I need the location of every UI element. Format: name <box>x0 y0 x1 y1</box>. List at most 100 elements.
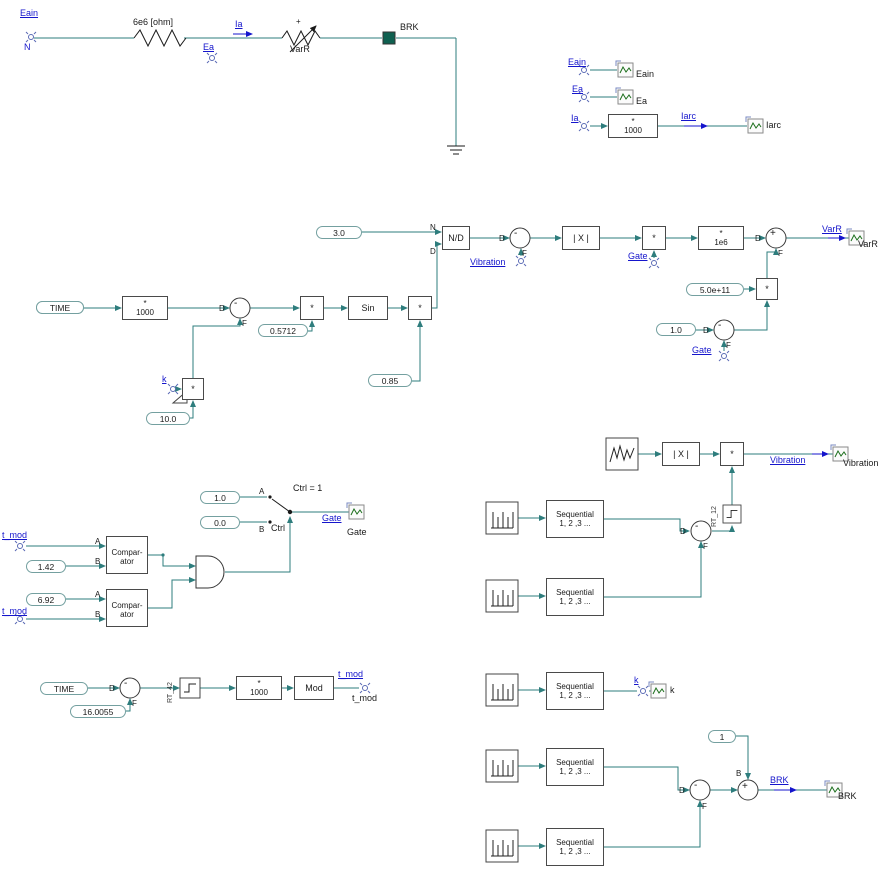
two-state-switch[interactable] <box>268 495 293 524</box>
mod-block[interactable]: Mod <box>294 676 334 700</box>
sample-block-rt42[interactable] <box>179 677 201 699</box>
k-out-icon[interactable] <box>637 685 649 697</box>
sequential-block-3[interactable]: Sequential 1, 2 ,3 ... <box>546 672 604 710</box>
mult-block-freq[interactable]: * <box>300 296 324 320</box>
summer-gate <box>713 319 735 341</box>
varr-tag: VarR <box>822 224 842 234</box>
svg-text:D: D <box>109 684 115 693</box>
and-gate[interactable] <box>195 555 225 589</box>
ia-tag-icon[interactable] <box>578 120 590 132</box>
sequential-block-5[interactable]: Sequential 1, 2 ,3 ... <box>546 828 604 866</box>
const-1[interactable]: 1.0 <box>656 323 696 336</box>
breaker-symbol[interactable] <box>382 31 396 45</box>
gain-value: 1e6 <box>714 238 728 247</box>
k-scope-label: k <box>670 685 675 695</box>
const-5e11[interactable]: 5.0e+11 <box>686 283 744 296</box>
gain-1000-time[interactable]: * 1000 <box>122 296 168 320</box>
mult-block-085[interactable]: * <box>408 296 432 320</box>
summers[interactable] <box>119 227 787 801</box>
time-pill-2[interactable]: TIME <box>40 682 88 695</box>
const-05712[interactable]: 0.5712 <box>258 324 308 337</box>
const-3[interactable]: 3.0 <box>316 226 362 239</box>
svg-text:A: A <box>259 487 265 496</box>
svg-text:B: B <box>259 525 264 534</box>
ea-node-icon[interactable] <box>206 52 218 64</box>
tmod-out-icon[interactable] <box>359 682 371 694</box>
brk-scope-label: BRK <box>838 791 857 801</box>
varr-label: VarR <box>290 44 310 54</box>
sequential-block-4[interactable]: Sequential 1, 2 ,3 ... <box>546 748 604 786</box>
abs-block[interactable]: | X | <box>562 226 600 250</box>
const-692[interactable]: 6.92 <box>26 593 66 606</box>
svg-text:D: D <box>755 234 761 243</box>
components <box>133 25 465 155</box>
noise-source-icon[interactable] <box>605 437 639 471</box>
summer-brk2 <box>737 779 759 801</box>
svg-text:D: D <box>430 247 436 256</box>
ea-scope-icon[interactable] <box>615 87 634 105</box>
svg-text:A: A <box>95 590 101 599</box>
gain-1000-monitor[interactable]: * 1000 <box>608 114 658 138</box>
time-pill[interactable]: TIME <box>36 301 84 314</box>
mult-block-vib[interactable]: * <box>720 442 744 466</box>
sequential-sub: 1, 2 ,3 ... <box>559 597 591 606</box>
gate-scope-icon[interactable] <box>346 502 365 520</box>
tmod-tag-icon[interactable] <box>14 540 26 552</box>
sequential-title: Sequential <box>556 509 594 519</box>
svg-text:-: - <box>718 320 721 331</box>
const-one[interactable]: 1 <box>708 730 736 743</box>
summer-arc <box>509 227 531 249</box>
rt42-label: RT_42 <box>167 682 174 703</box>
sin-block[interactable]: Sin <box>348 296 388 320</box>
vibration-tag: Vibration <box>470 257 506 267</box>
const-off[interactable]: 0.0 <box>200 516 240 529</box>
gain-1000-tmod[interactable]: * 1000 <box>236 676 282 700</box>
ia-label: Ia <box>235 19 243 29</box>
eain-scope-icon[interactable] <box>615 60 634 78</box>
eain-node-icon[interactable] <box>25 31 37 43</box>
impulse-icon-3[interactable] <box>485 673 519 707</box>
svg-text:B: B <box>95 610 100 619</box>
impulse-icon-1[interactable] <box>485 501 519 535</box>
iarc-scope-icon[interactable] <box>745 116 764 134</box>
svg-text:D: D <box>703 326 709 335</box>
gain-op: * <box>719 228 723 238</box>
gate2-tag-icon[interactable] <box>718 350 730 362</box>
const-on[interactable]: 1.0 <box>200 491 240 504</box>
ea-label: Ea <box>203 42 215 52</box>
mult-block-5e11[interactable]: * <box>756 278 778 300</box>
summer-varr <box>765 227 787 249</box>
sequential-block-1[interactable]: Sequential 1, 2 ,3 ... <box>546 500 604 538</box>
eain-tag: Eain <box>568 57 587 67</box>
comparator-1[interactable]: Compar- ator <box>106 536 148 574</box>
gain-value: 1000 <box>624 126 642 135</box>
comparator-2[interactable]: Compar- ator <box>106 589 148 627</box>
impulse-icon-5[interactable] <box>485 829 519 863</box>
svg-text:D: D <box>499 234 505 243</box>
gain-value: 1000 <box>250 688 268 697</box>
k-scope-icon[interactable] <box>648 681 667 699</box>
const-085[interactable]: 0.85 <box>368 374 412 387</box>
gate-tag-icon[interactable] <box>648 257 660 269</box>
svg-text:D: D <box>680 527 686 536</box>
abs-block-vib[interactable]: | X | <box>662 442 700 466</box>
sequential-block-2[interactable]: Sequential 1, 2 ,3 ... <box>546 578 604 616</box>
impulse-icon-2[interactable] <box>485 579 519 613</box>
const-160055[interactable]: 16.0055 <box>70 705 126 718</box>
const-142[interactable]: 1.42 <box>26 560 66 573</box>
ea-scope-label: Ea <box>636 96 648 106</box>
svg-text:D: D <box>679 786 685 795</box>
varr-scope-label: VarR <box>858 239 878 249</box>
vibration-tag-icon[interactable] <box>515 255 527 267</box>
k-tag-icon[interactable] <box>167 383 179 395</box>
sample-block-rt12[interactable] <box>722 504 742 524</box>
mult-block-k[interactable]: * <box>182 378 204 400</box>
impulse-icon-4[interactable] <box>485 749 519 783</box>
mult-block-gate[interactable]: * <box>642 226 666 250</box>
wire-junction <box>161 553 165 557</box>
svg-text:-: - <box>234 298 237 309</box>
const-10[interactable]: 10.0 <box>146 412 190 425</box>
divide-block[interactable]: N/D <box>442 226 470 250</box>
gain-1e6-block[interactable]: * 1e6 <box>698 226 744 250</box>
